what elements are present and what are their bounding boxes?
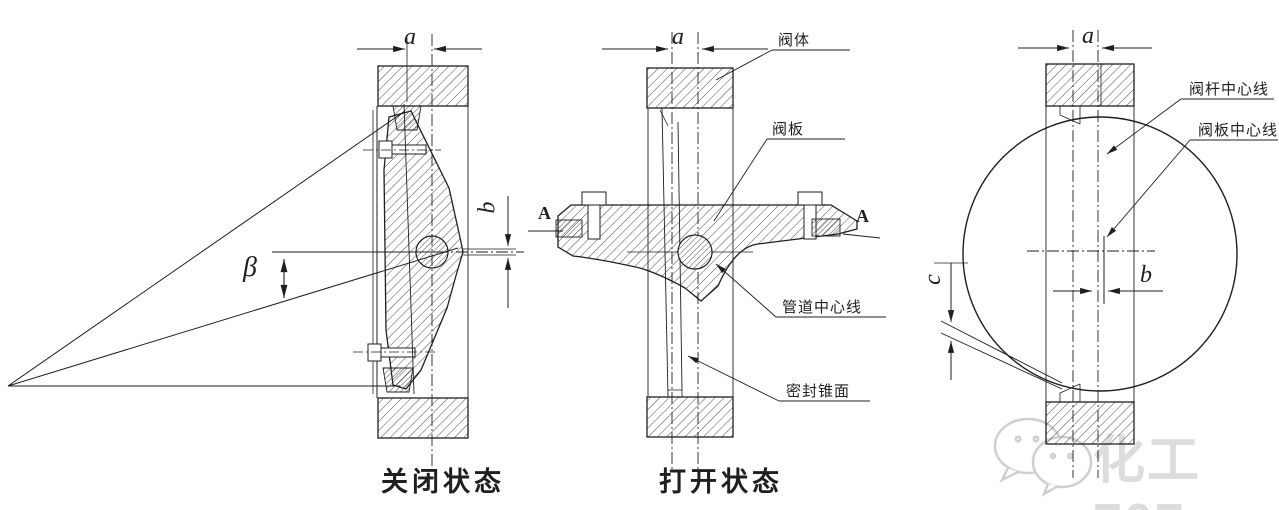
valve-plate-leader	[713, 138, 768, 222]
caption-closed-state: 关闭状态	[381, 467, 505, 497]
middle-bottom-flange	[646, 396, 734, 438]
caption-open-state: 打开状态	[659, 467, 783, 497]
label-valve-body: 阀体	[778, 32, 811, 49]
label-plate-centerline: 阀板中心线	[1198, 122, 1279, 139]
left-view-closed	[7, 34, 524, 474]
cone-trace-line-2	[940, 332, 1063, 390]
dim-beta: β	[243, 252, 257, 283]
dim-a-right: a	[1082, 23, 1094, 49]
bottom-retainer-bolt	[367, 343, 382, 362]
cone-upper-generatrix	[7, 110, 406, 387]
dim-b-right: b	[1140, 262, 1152, 288]
sealing-cone-leader	[687, 355, 780, 402]
disc-bolt-left	[581, 191, 607, 206]
section-mark-left: A	[538, 203, 551, 223]
middle-view-open	[528, 32, 886, 470]
stem-circle-open	[677, 234, 713, 270]
label-sealing-cone-surface: 密封锥面	[786, 383, 851, 400]
label-pipe-centerline: 管道中心线	[782, 299, 863, 316]
middle-top-flange	[646, 67, 734, 109]
section-mark-right: A	[856, 206, 869, 226]
left-top-flange	[377, 65, 469, 107]
plate-centerline-leader	[1106, 139, 1191, 238]
dim-c-right: c	[919, 274, 946, 285]
label-valve-plate: 阀板	[772, 121, 805, 138]
label-stem-centerline: 阀杆中心线	[1189, 81, 1270, 98]
disc-bolt-right	[797, 191, 823, 206]
right-view-front	[934, 30, 1278, 478]
dim-b-left: b	[474, 201, 501, 214]
right-bottom-flange	[1045, 401, 1135, 445]
cone-axis-line	[7, 247, 459, 387]
dim-a-left: a	[404, 24, 416, 50]
disc-circle	[962, 116, 1238, 392]
dim-a-middle: a	[672, 24, 684, 50]
cone-trace-line-1	[940, 320, 1063, 384]
left-bottom-flange	[377, 397, 469, 439]
top-retainer-bolt	[378, 140, 393, 159]
stem-centerline-leader	[1106, 98, 1182, 155]
pipe-centerline-leader	[715, 263, 777, 318]
valve-body-leader	[715, 49, 773, 81]
right-top-flange	[1045, 63, 1135, 107]
